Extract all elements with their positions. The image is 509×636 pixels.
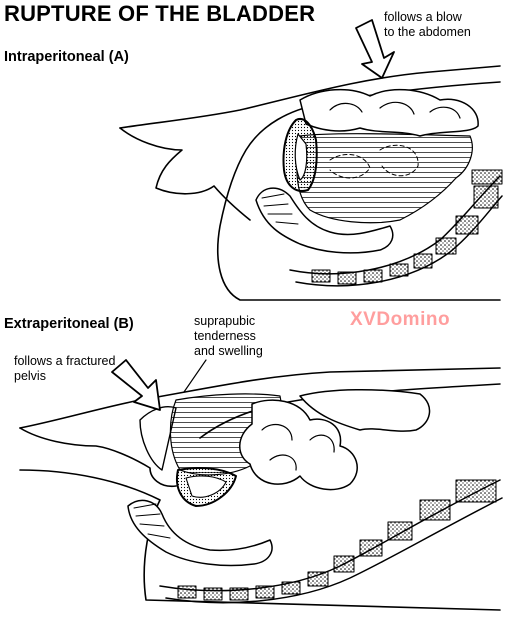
rectum-a <box>255 187 394 254</box>
peritoneal-fluid-a <box>296 133 473 224</box>
suprapubic-annotation: suprapubic tenderness and swelling <box>194 314 263 358</box>
arrow-icon <box>355 19 395 79</box>
rectum-b <box>127 499 273 567</box>
genitalia-b <box>19 427 177 488</box>
panel-a-drawing <box>119 19 503 301</box>
panel-a-label: Intraperitoneal (A) <box>4 49 129 65</box>
watermark: XVDomino <box>350 309 451 330</box>
intestines-b <box>239 399 358 491</box>
panel-b-drawing <box>19 359 503 611</box>
intestines-b-upper <box>299 389 431 432</box>
page-title: RUPTURE OF THE BLADDER <box>4 1 316 26</box>
panel-a-annotation: follows a blow to the abdomen <box>384 10 471 39</box>
genitalia-a <box>119 127 251 221</box>
panel-b-label: Extraperitoneal (B) <box>4 316 134 332</box>
suprapubic-leader-line <box>183 359 207 393</box>
fracture-annotation: follows a fractured pelvis <box>14 354 116 383</box>
intestines-a <box>299 88 479 137</box>
arrow-icon <box>111 359 161 411</box>
